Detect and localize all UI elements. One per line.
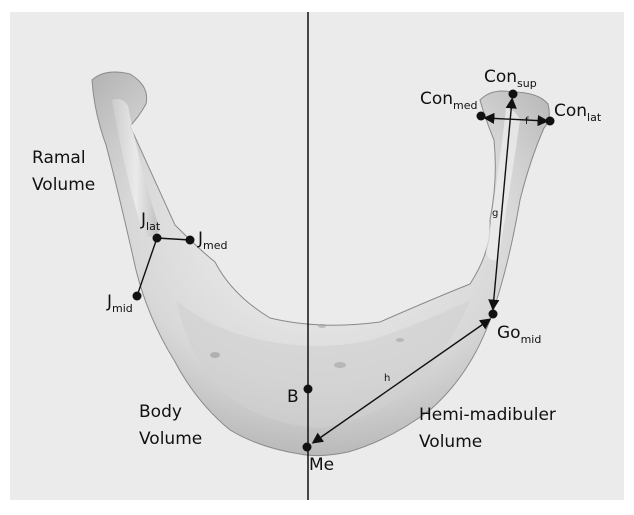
measurement-f-label: f bbox=[525, 116, 529, 127]
point-b bbox=[304, 385, 313, 394]
point-con-sup bbox=[509, 90, 518, 99]
body-label-2: Volume bbox=[139, 429, 202, 449]
measurement-g-label: g bbox=[492, 208, 498, 219]
me-label: Me bbox=[309, 455, 334, 475]
point-j-mid bbox=[133, 292, 142, 301]
ramal-label-1: Ramal bbox=[32, 148, 86, 168]
measurement-h-label: h bbox=[384, 373, 390, 384]
b-label: B bbox=[287, 387, 299, 407]
hemi-label-1: Hemi-madibuler bbox=[419, 405, 556, 425]
hemi-label-2: Volume bbox=[419, 432, 482, 452]
point-j-med bbox=[186, 236, 195, 245]
ramal-label-2: Volume bbox=[32, 175, 95, 195]
body-label-1: Body bbox=[139, 402, 182, 422]
point-j-lat bbox=[153, 234, 162, 243]
point-go-mid bbox=[489, 310, 498, 319]
point-me bbox=[303, 443, 312, 452]
point-con-med bbox=[477, 112, 486, 121]
